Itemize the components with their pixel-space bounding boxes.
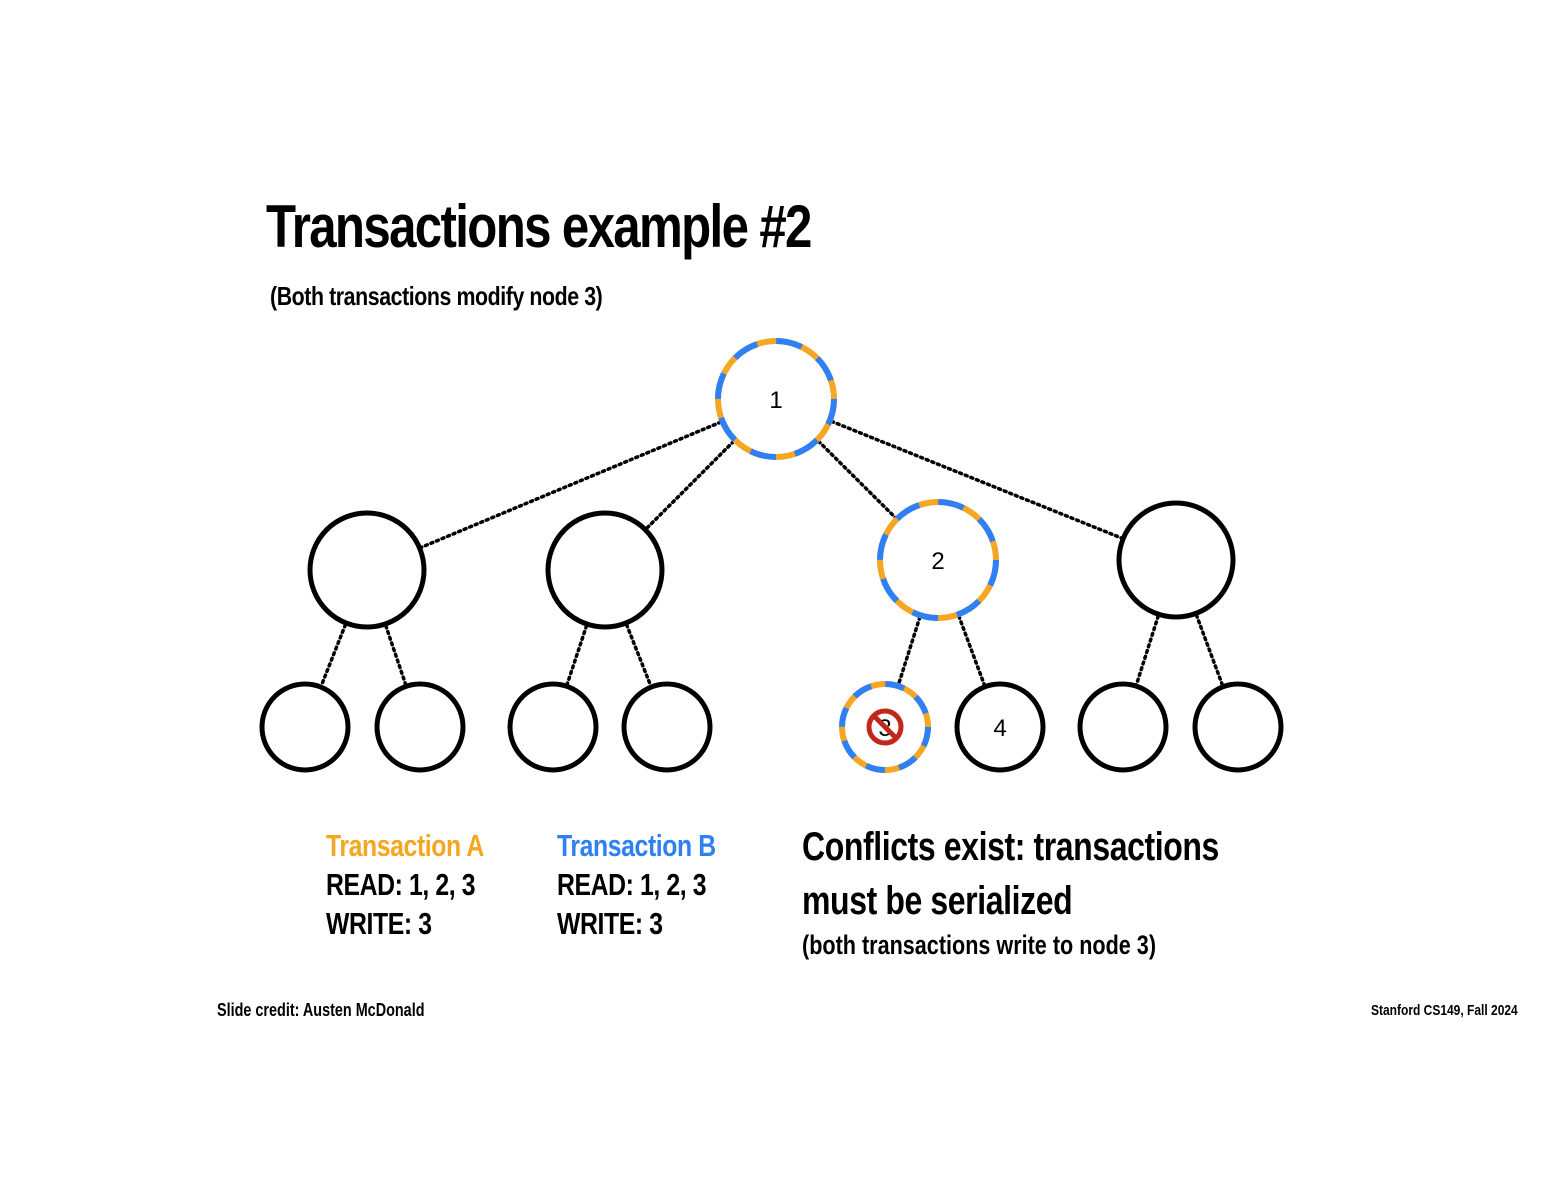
tree-edges — [318, 419, 1226, 690]
conflict-line-2: must be serialized — [802, 879, 1073, 923]
course-label: Stanford CS149, Fall 2024 — [1371, 1002, 1518, 1019]
tree-node-l2-b1 — [507, 681, 599, 773]
node-circle — [1192, 681, 1284, 773]
node-circle — [545, 510, 665, 630]
tree-nodes: 1 2 3 4 — [259, 338, 1284, 773]
tree-node-l1-b — [545, 510, 665, 630]
tree-edge — [564, 624, 589, 689]
transaction-b-read: READ: 1, 2, 3 — [557, 867, 707, 902]
tree-node-l2-d2 — [1192, 681, 1284, 773]
tree-node-l2-a1 — [259, 681, 351, 773]
tree-node-l2-a2 — [374, 681, 466, 773]
node-label: 4 — [993, 715, 1006, 742]
no-symbol-icon — [866, 708, 904, 746]
tree-edge — [318, 623, 348, 690]
tree-edge — [957, 614, 988, 690]
tree-edge — [624, 623, 654, 690]
tree-node-l1-a — [307, 510, 427, 630]
node-circle — [1116, 500, 1236, 620]
tree-edge — [816, 439, 900, 522]
transaction-b-write: WRITE: 3 — [557, 906, 663, 941]
slide-credit: Slide credit: Austen McDonald — [217, 1000, 425, 1020]
node-circle — [259, 681, 351, 773]
node-label: 1 — [769, 387, 782, 414]
node-ring-transaction-b — [715, 338, 837, 460]
slide-title: Transactions example #2 — [266, 193, 812, 260]
conflict-line-1: Conflicts exist: transactions — [802, 825, 1219, 869]
tree-node-l2-c1: 3 — [839, 681, 931, 773]
tree-edge — [416, 420, 723, 551]
tree-edge — [1194, 613, 1226, 690]
tree-node-l2-b2 — [621, 681, 713, 773]
tree-node-root: 1 — [715, 338, 837, 460]
tree-edge — [829, 419, 1126, 541]
node-ring-transaction-b — [839, 681, 931, 773]
node-ring-transaction-b — [877, 499, 999, 621]
tree-node-l1-c: 2 — [877, 499, 999, 621]
node-label: 2 — [931, 548, 944, 575]
node-circle — [954, 681, 1046, 773]
transaction-a-read: READ: 1, 2, 3 — [326, 867, 476, 902]
node-circle — [621, 681, 713, 773]
transaction-a-block: Transaction A READ: 1, 2, 3 WRITE: 3 — [326, 826, 484, 943]
tree-edge — [642, 439, 736, 533]
conflict-explanation: Conflicts exist: transactions must be se… — [802, 820, 1219, 962]
transaction-b-block: Transaction B READ: 1, 2, 3 WRITE: 3 — [557, 826, 716, 943]
node-circle — [307, 510, 427, 630]
tree-edge — [895, 615, 922, 689]
node-circle — [507, 681, 599, 773]
transaction-b-name: Transaction B — [557, 828, 716, 863]
transaction-a-write: WRITE: 3 — [326, 906, 432, 941]
slide-subtitle: (Both transactions modify node 3) — [270, 281, 603, 311]
tree-node-l2-c2: 4 — [954, 681, 1046, 773]
tree-node-l1-d — [1116, 500, 1236, 620]
tree-node-l2-d1 — [1077, 681, 1169, 773]
conflict-note: (both transactions write to node 3) — [802, 930, 1157, 960]
node-circle — [1077, 681, 1169, 773]
transaction-a-name: Transaction A — [326, 828, 484, 863]
node-circle — [374, 681, 466, 773]
tree-edge — [384, 624, 409, 689]
tree-edge — [1133, 614, 1160, 689]
